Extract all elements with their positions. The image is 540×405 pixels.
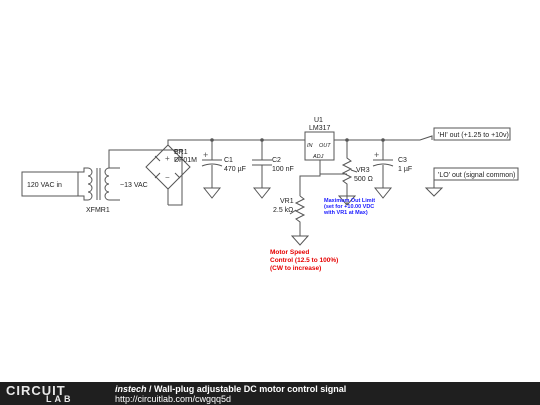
junction-vr3 <box>345 138 349 142</box>
lo-ground <box>424 180 444 197</box>
primary-wire <box>78 167 88 201</box>
c3-value: 1 µF <box>398 166 412 173</box>
vr1-ref: VR1 <box>280 198 294 205</box>
vr1-ground <box>290 235 310 246</box>
c2-capacitor <box>252 140 272 188</box>
c1-ground <box>202 187 222 199</box>
output-rail <box>334 135 433 141</box>
bridge-minus: − <box>165 173 170 182</box>
vr3-ref: VR3 <box>356 167 370 174</box>
junction-c2 <box>260 138 264 142</box>
secondary-label: ~13 VAC <box>120 182 148 189</box>
u1-part: LM317 <box>309 125 331 132</box>
speed-line2: Control (12.5 to 100%) <box>270 257 338 264</box>
circuit-name: Wall-plug adjustable DC motor control si… <box>154 384 347 394</box>
c1-ref: C1 <box>224 157 233 164</box>
max-limit-line2: (set for +10.00 VDC <box>324 204 374 210</box>
bridge-plus: + <box>165 154 170 163</box>
lo-out-tag: 'LO' out (signal common) <box>433 167 519 181</box>
vr3-wiper <box>350 169 358 173</box>
vr3-value: 500 Ω <box>354 176 373 183</box>
vr1-resistor <box>294 195 306 236</box>
brand-logo-top: CIRCUIT <box>6 383 66 398</box>
secondary-wire <box>108 149 183 206</box>
c2-ref: C2 <box>272 157 281 164</box>
hi-out-tag: 'HI' out (+1.25 to +10v) <box>433 127 511 141</box>
circuit-title: instech / Wall-plug adjustable DC motor … <box>115 384 346 394</box>
schematic-diagram: + + + − 120 VAC in ~13 VAC XFMR1 BR1 DF0… <box>21 117 519 272</box>
bridge-diode-1 <box>154 155 181 179</box>
vr3-resistor <box>341 140 353 205</box>
author-name: instech <box>115 384 147 394</box>
transformer-ref: XFMR1 <box>86 207 110 214</box>
primary-coil <box>87 167 93 201</box>
c3-capacitor <box>372 140 394 188</box>
source-label: 120 VAC in <box>27 182 62 189</box>
title-separator: / <box>146 384 155 394</box>
lo-out-label: 'LO' out (signal common) <box>438 172 515 179</box>
adj-wire <box>299 160 347 196</box>
lm317-box <box>304 131 335 161</box>
vr3-ground <box>337 195 357 206</box>
vr1-wiper <box>289 209 297 215</box>
speed-line3: (CW to increase) <box>270 265 321 272</box>
positive-rail <box>167 139 305 145</box>
transformer-core <box>96 168 101 200</box>
vr1-value: 2.5 kΩ <box>273 207 293 214</box>
c3-ground <box>373 187 393 199</box>
pin-in: IN <box>307 143 313 149</box>
brand-logo-bottom: LAB <box>46 394 74 404</box>
c1-value: 470 µF <box>224 166 246 173</box>
c1-plus: + <box>203 150 208 160</box>
pin-out: OUT <box>319 143 331 149</box>
pin-adj: ADJ <box>312 154 324 160</box>
secondary-wire-2 <box>109 167 120 201</box>
c3-ref: C3 <box>398 157 407 164</box>
hi-out-label: 'HI' out (+1.25 to +10v) <box>438 132 509 139</box>
junction-c3 <box>381 138 385 142</box>
speed-line1: Motor Speed <box>270 249 309 256</box>
c2-value: 100 nF <box>272 166 294 173</box>
c1-capacitor <box>201 140 223 188</box>
max-limit-line3: with VR1 at Max) <box>323 210 368 216</box>
bridge-ref: BR1 <box>174 149 188 156</box>
bridge-part: DF01M <box>174 157 197 164</box>
junction-c1 <box>210 138 214 142</box>
c3-plus: + <box>374 150 379 160</box>
c2-ground <box>252 187 272 199</box>
secondary-coil <box>104 167 110 201</box>
circuit-url-link[interactable]: http://circuitlab.com/cwgqq5d <box>115 394 232 404</box>
footer-bar: CIRCUIT LAB instech / Wall-plug adjustab… <box>0 382 540 405</box>
max-limit-line1: Maximum Out Limit <box>324 198 375 204</box>
u1-ref: U1 <box>314 117 323 124</box>
